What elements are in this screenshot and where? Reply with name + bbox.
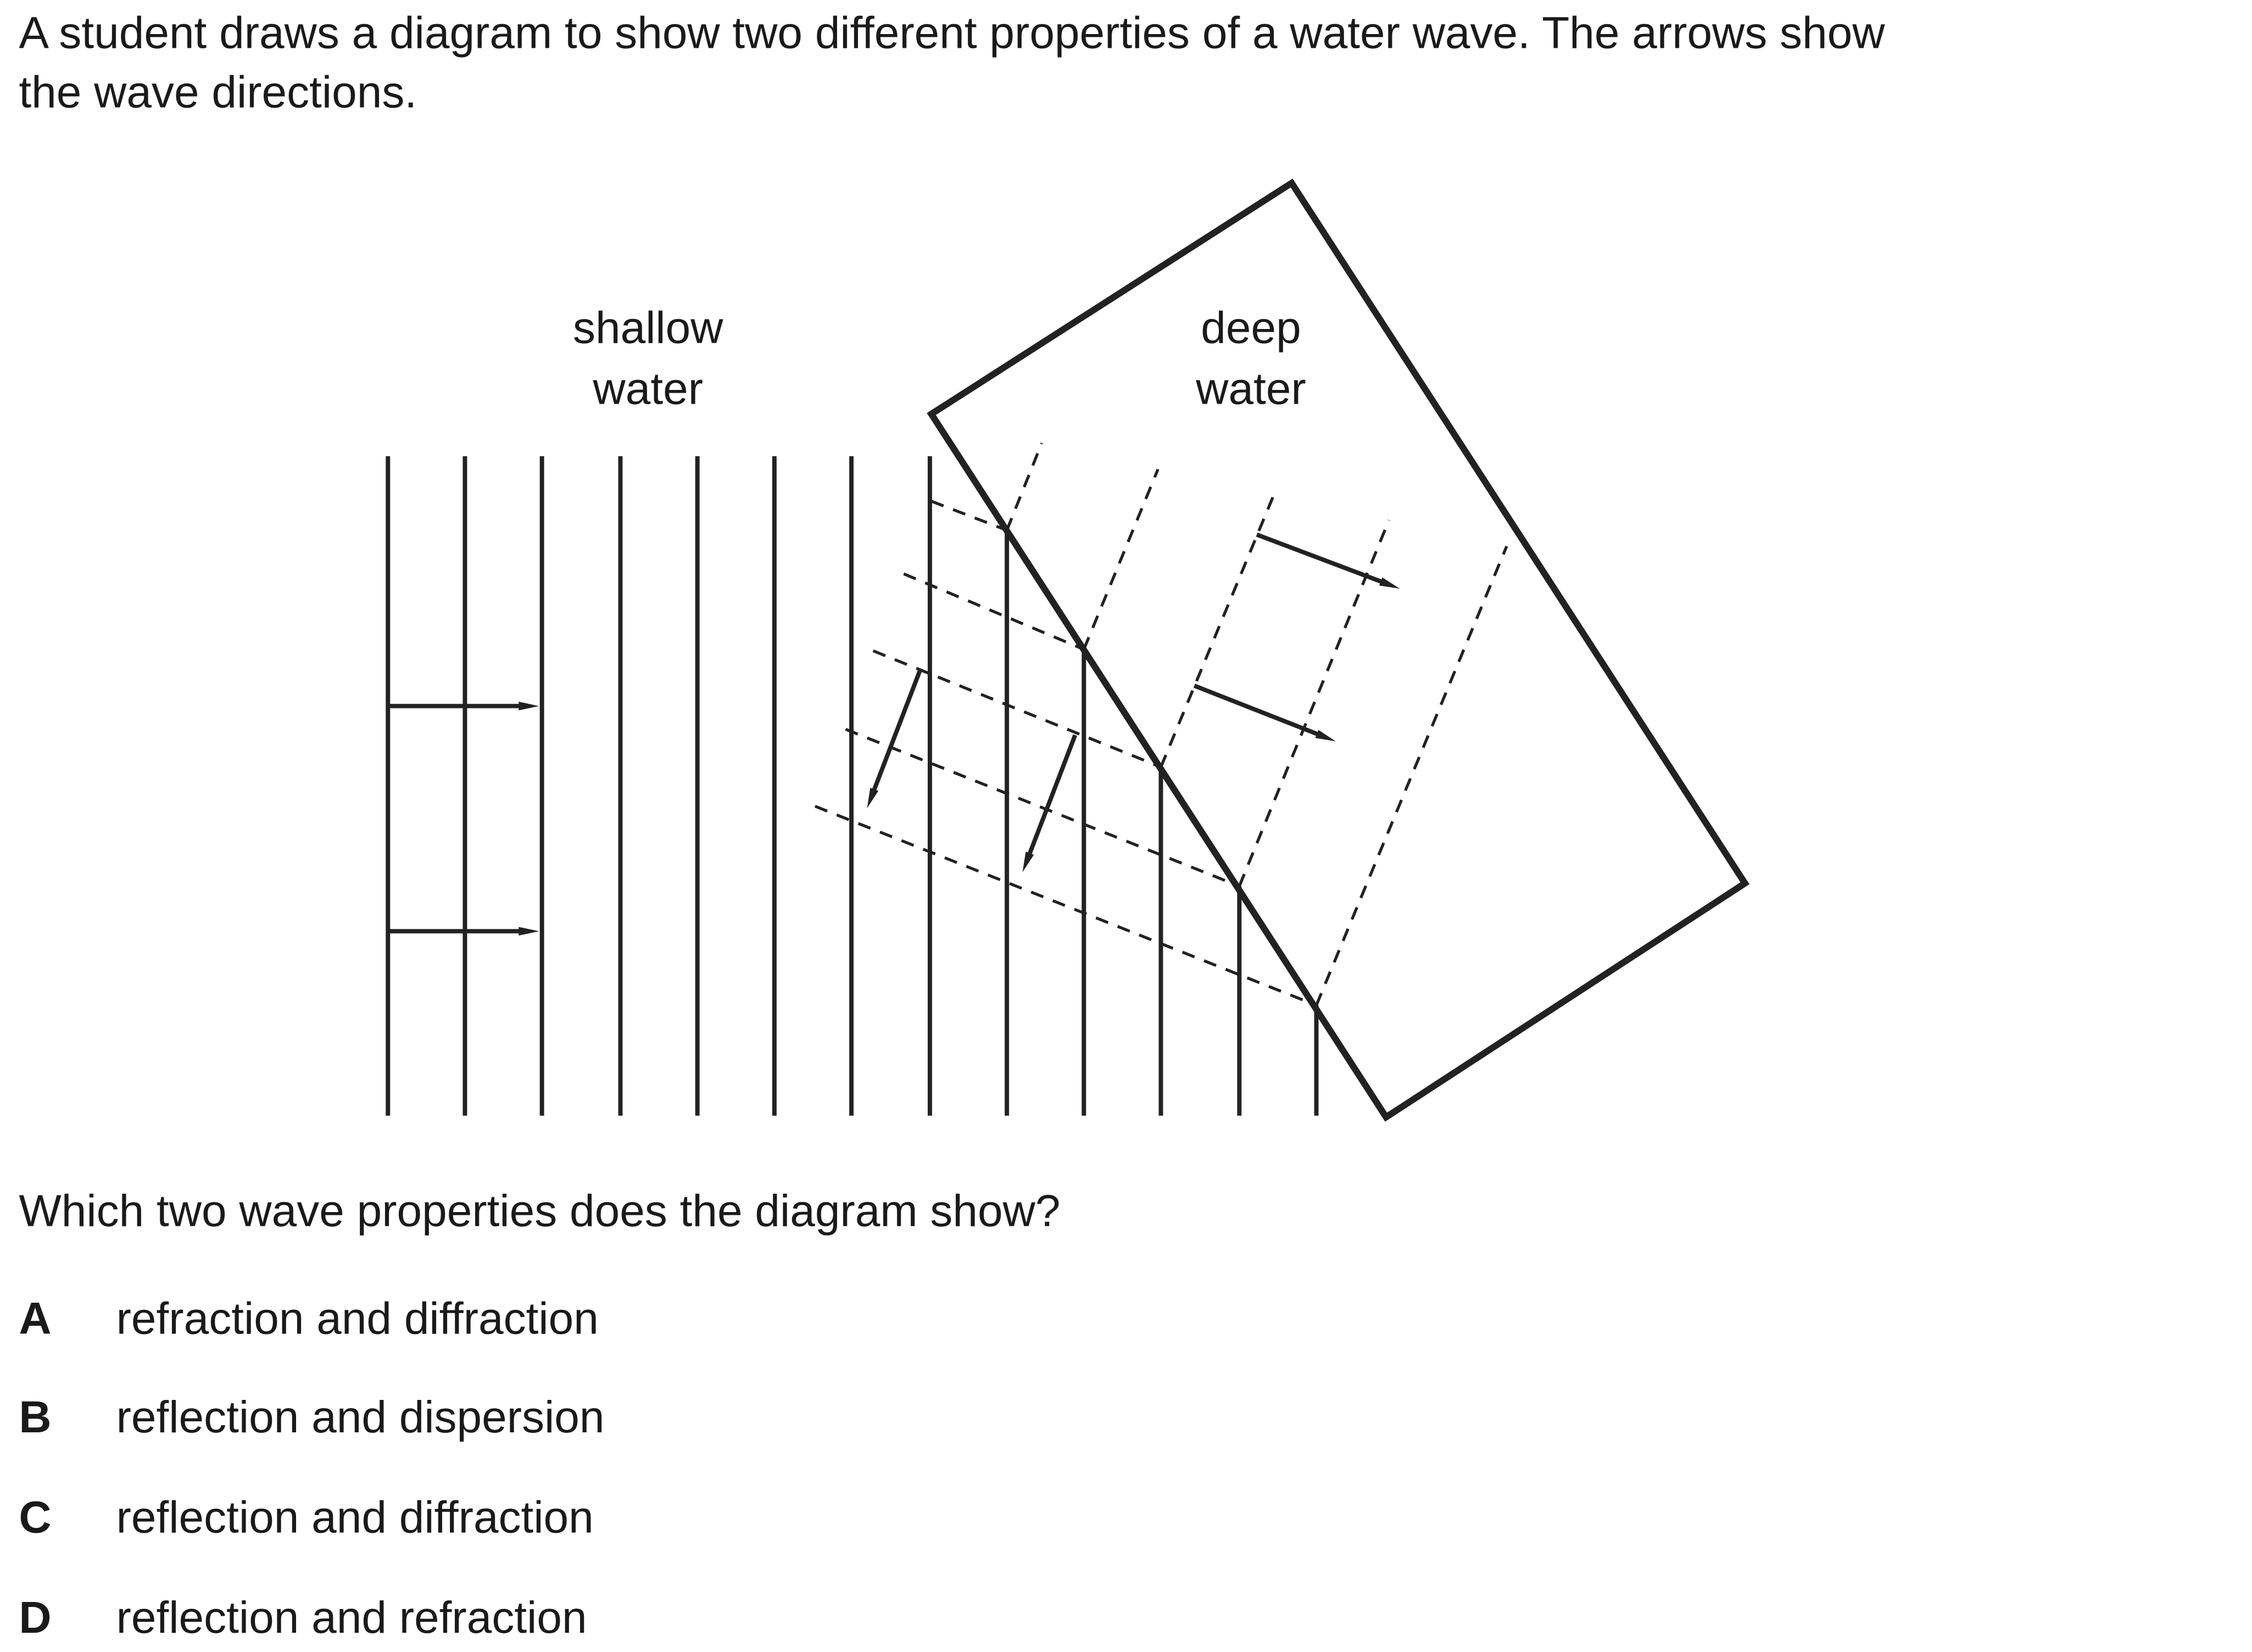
- option-text: reflection and dispersion: [116, 1392, 605, 1443]
- option-letter: D: [19, 1592, 52, 1643]
- option-text: refraction and diffraction: [116, 1293, 599, 1344]
- question-text: Which two wave properties does the diagr…: [19, 1185, 1061, 1237]
- refracted-arrow: [1193, 683, 1336, 741]
- incident-wavefronts: [386, 456, 1319, 1116]
- option-text: reflection and refraction: [116, 1592, 587, 1643]
- refracted-wavefronts: [1005, 442, 1508, 1006]
- stem-line-2: the wave directions.: [19, 66, 417, 118]
- shallow-label-2: water: [593, 363, 704, 414]
- shallow-label-1: shallow: [572, 302, 723, 353]
- refracted-arrow: [1256, 532, 1400, 589]
- option-letter: A: [19, 1293, 52, 1344]
- deep-water-region: [927, 178, 1750, 1122]
- deep-label-1: deep: [1201, 302, 1301, 353]
- deep-label-2: water: [1196, 363, 1306, 414]
- reflected-arrow: [1022, 734, 1078, 873]
- stem-line-1: A student draws a diagram to show two di…: [19, 7, 1885, 58]
- option-text: reflection and diffraction: [116, 1492, 594, 1543]
- reflected-wavefronts: [814, 500, 1317, 1007]
- option-letter: C: [19, 1492, 52, 1543]
- reflected-arrow: [867, 670, 922, 808]
- option-letter: B: [19, 1392, 52, 1443]
